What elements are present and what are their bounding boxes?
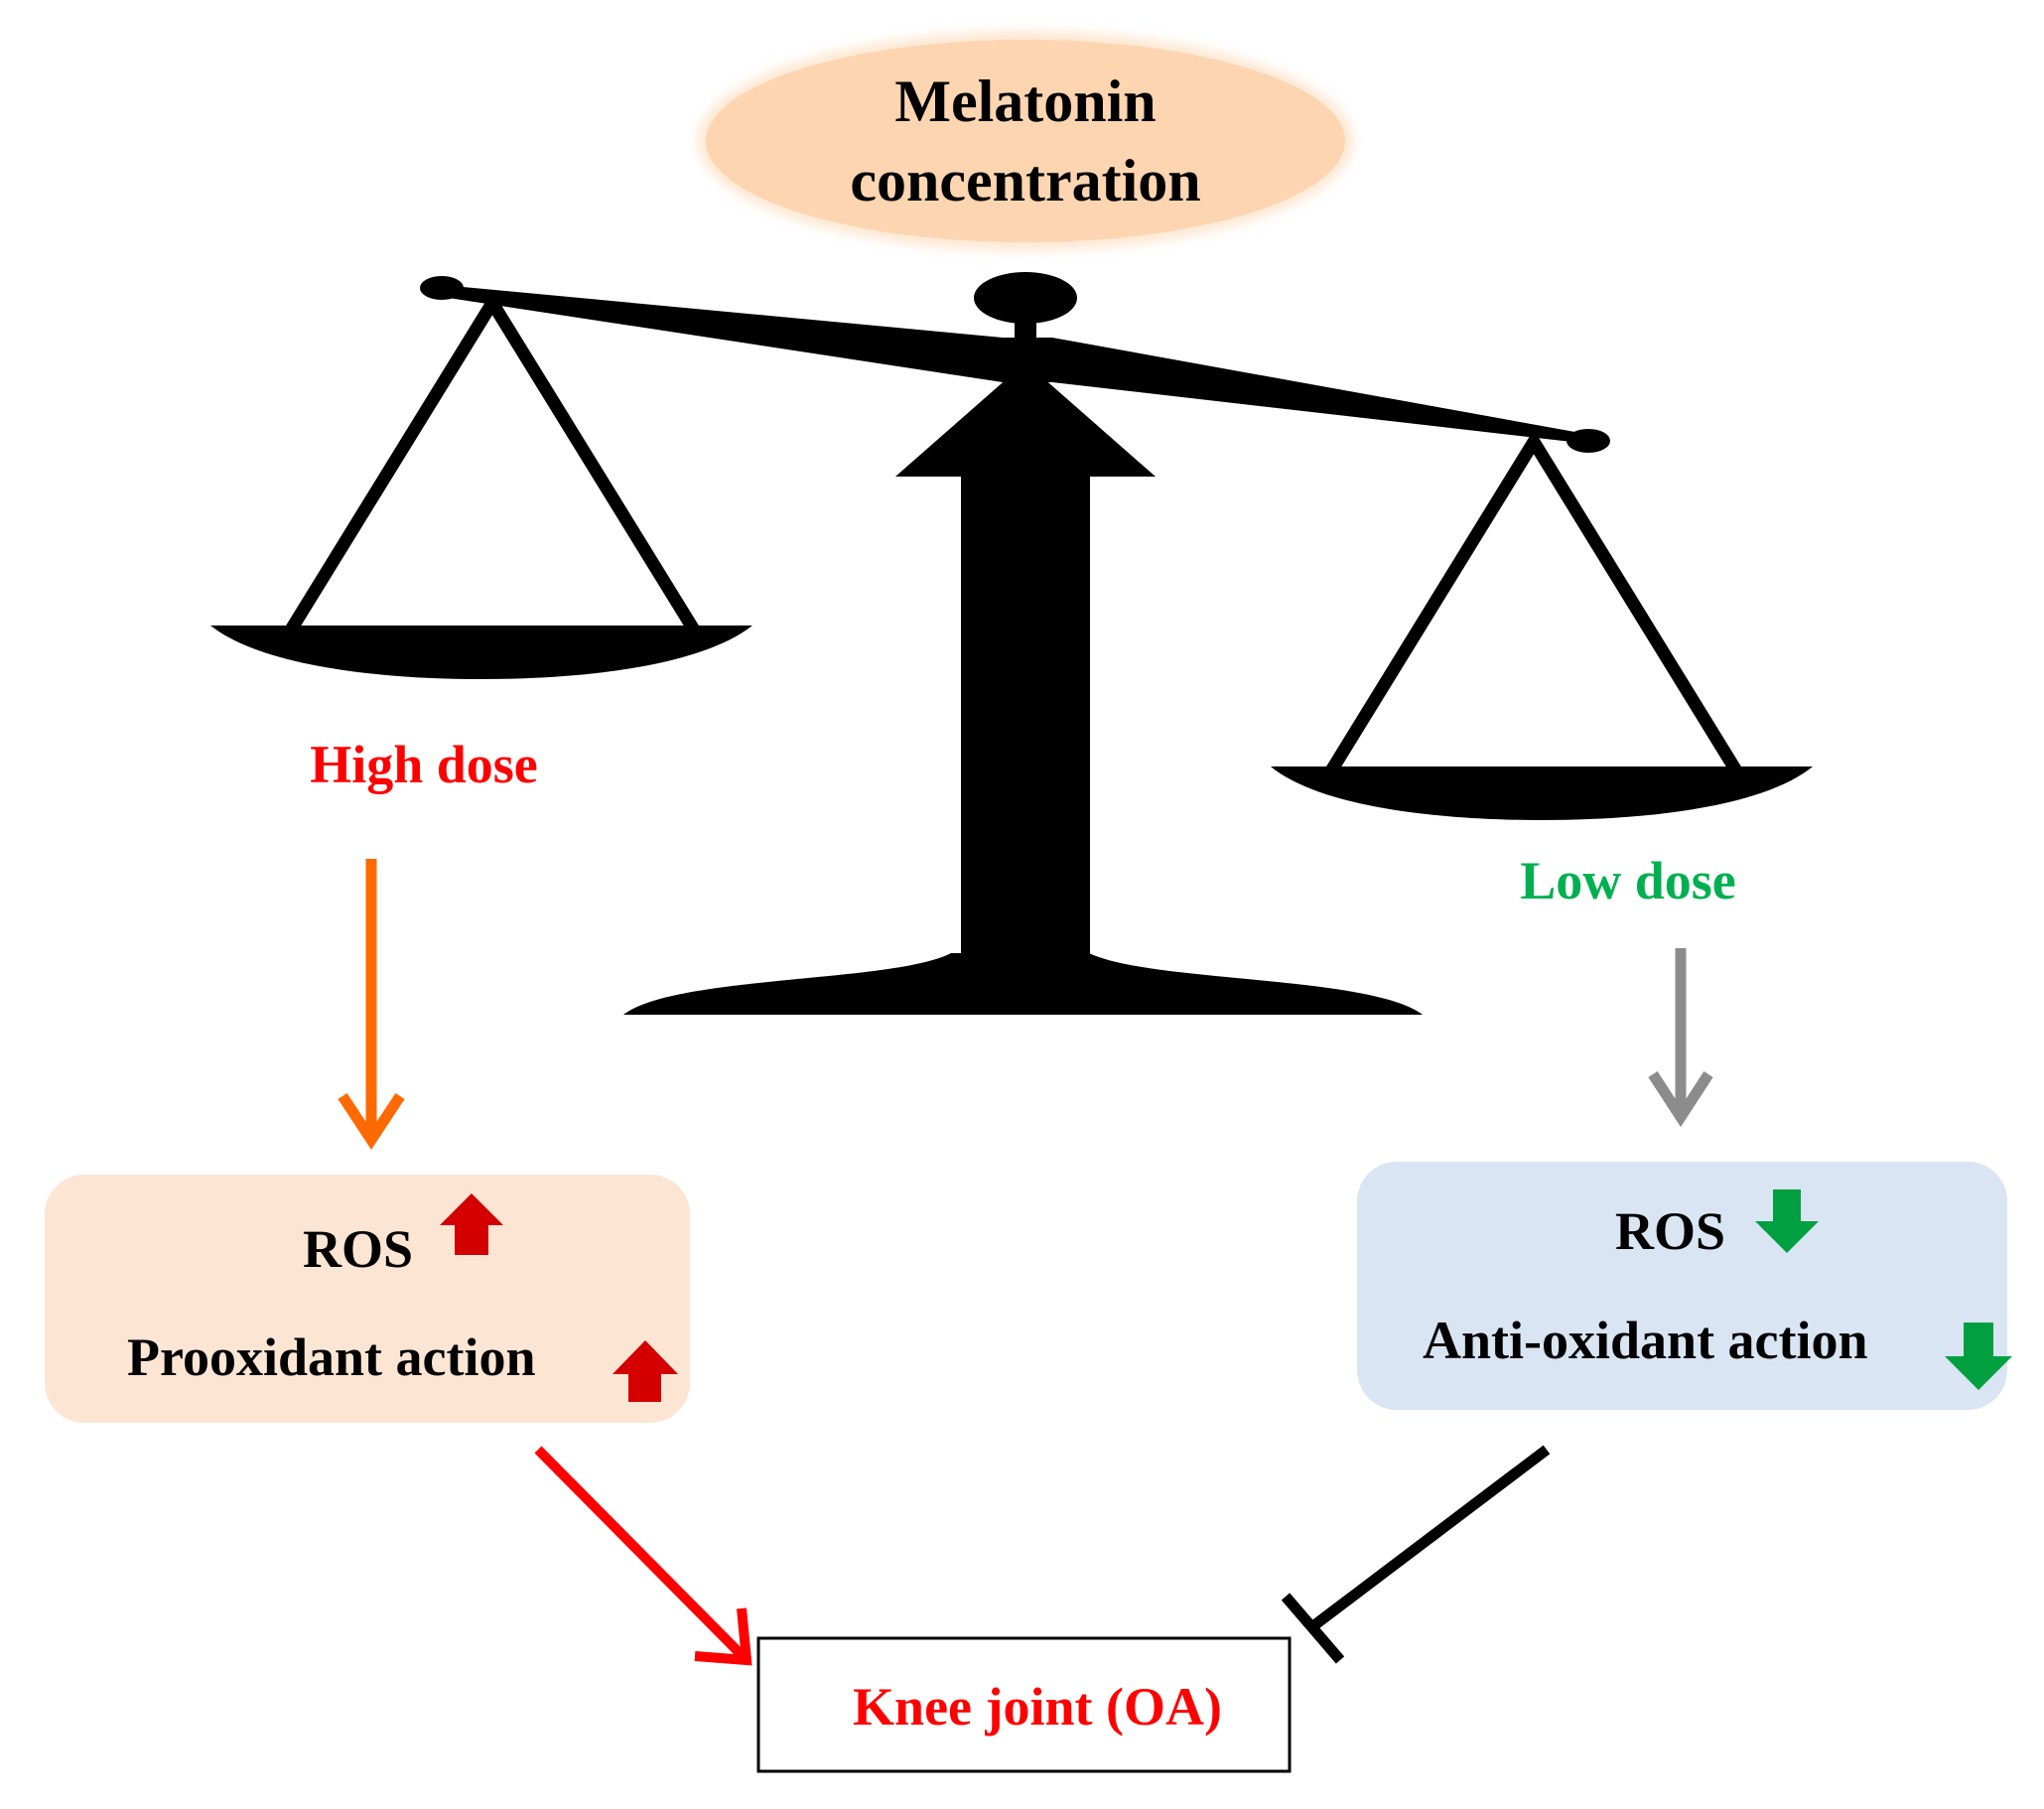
beam-right-end <box>1567 429 1610 453</box>
inhibition-t-bar <box>1281 1445 1551 1664</box>
title-bubble: Melatonin concentration <box>698 32 1353 250</box>
scale-base <box>623 953 1423 1015</box>
prooxidant-box-background <box>45 1175 690 1423</box>
scale-pivot-knob <box>974 272 1077 324</box>
down-arrow-icon <box>1755 1189 1819 1253</box>
title-ellipse <box>706 40 1345 242</box>
balance-scale <box>210 272 1813 1015</box>
low-dose-arrow <box>1648 948 1713 1128</box>
beam-left-end <box>420 276 464 300</box>
scale-arrow-head <box>895 362 1156 477</box>
antioxidant-box-background <box>1357 1162 2007 1410</box>
left-pan-strings <box>284 290 701 635</box>
right-action-label: Anti-oxidant action <box>1423 1311 1868 1370</box>
right-pan-strings <box>1324 429 1743 776</box>
left-pan <box>210 626 752 679</box>
outcome-box: Knee joint (OA) <box>756 1636 1292 1773</box>
left-ros-label: ROS <box>303 1219 413 1279</box>
down-arrow-icon <box>1945 1322 2012 1390</box>
outcome-label: Knee joint (OA) <box>853 1677 1222 1737</box>
prooxidant-box: ROS Prooxidant action <box>45 1175 690 1423</box>
high-dose-arrow <box>338 859 405 1150</box>
left-action-label: Prooxidant action <box>127 1327 536 1387</box>
title-line-2: concentration <box>850 148 1200 213</box>
high-dose-label: High dose <box>310 735 538 794</box>
activation-arrow <box>534 1446 752 1666</box>
outcome-box-border <box>756 1636 1292 1773</box>
scale-column <box>961 467 1090 963</box>
antioxidant-box: ROS Anti-oxidant action <box>1357 1162 2012 1410</box>
right-pan <box>1271 766 1813 820</box>
scale-beam <box>442 285 1580 443</box>
right-ros-label: ROS <box>1615 1201 1725 1261</box>
title-line-1: Melatonin <box>894 69 1156 134</box>
up-arrow-icon <box>440 1193 503 1255</box>
low-dose-label: Low dose <box>1520 851 1736 910</box>
up-arrow-icon <box>613 1340 678 1402</box>
